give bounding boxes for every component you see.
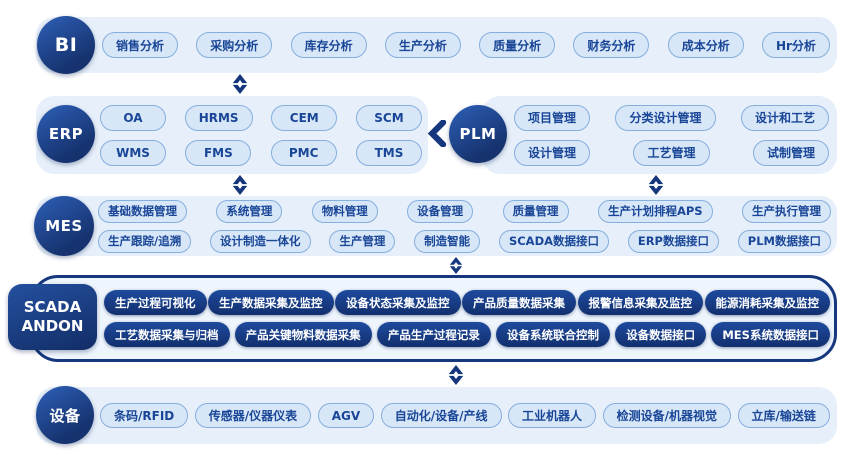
pill: AGV <box>317 403 375 428</box>
pill: MES系统数据接口 <box>711 322 830 347</box>
pill: 生产分析 <box>384 32 461 58</box>
updown-arrow-icon <box>449 257 463 274</box>
pill-row: 生产过程可视化生产数据采集及监控设备状态采集及监控产品质量数据采集报警信息采集及… <box>104 290 830 315</box>
pill: PMC <box>270 139 337 166</box>
pill: 产品生产过程记录 <box>376 322 491 347</box>
pill-row: 工艺数据采集与归档产品关键物料数据采集产品生产过程记录设备系统联合控制设备数据接… <box>104 322 830 347</box>
pill: 产品关键物料数据采集 <box>234 322 372 347</box>
pill: CEM <box>271 104 338 131</box>
pill: 生产过程可视化 <box>104 290 207 315</box>
pill: Hr分析 <box>761 32 830 58</box>
pill: 成本分析 <box>667 32 744 58</box>
pill: OA <box>100 104 166 131</box>
updown-arrow-icon <box>648 175 664 195</box>
pill: 能源消耗采集及监控 <box>704 290 830 315</box>
pill: 工业机器人 <box>508 403 597 428</box>
mes-layer-badge: MES <box>34 196 94 256</box>
plm-pill-list: 项目管理分类设计管理设计和工艺设计管理工艺管理试制管理 <box>514 96 829 174</box>
pill: 质量分析 <box>479 32 556 58</box>
pill: ERP数据接口 <box>627 229 719 253</box>
pill: 工艺数据采集与归档 <box>104 322 230 347</box>
scada-andon-badge: SCADA ANDON <box>8 284 97 350</box>
plm-layer-badge: PLM <box>449 105 507 163</box>
pill: 工艺管理 <box>633 139 710 166</box>
pill: 项目管理 <box>514 104 591 131</box>
pill-row: 销售分析采购分析库存分析生产分析质量分析财务分析成本分析 Hr分析 <box>102 32 830 58</box>
pill: 立库/输送链 <box>737 403 830 428</box>
scada-label-line2: ANDON <box>21 317 84 335</box>
scada-pill-list: 生产过程可视化生产数据采集及监控设备状态采集及监控产品质量数据采集报警信息采集及… <box>104 275 830 362</box>
device-layer-badge: 设备 <box>36 386 94 444</box>
pill: 产品质量数据采集 <box>462 290 576 315</box>
pill: 设计管理 <box>514 139 591 166</box>
pill: 设备管理 <box>407 199 474 223</box>
pill-row: 基础数据管理 系统管理 物料管理 设备管理 质量管理 生产计划排程APS 生产执行管理 <box>98 199 831 223</box>
pill: 生产跟踪/追溯 <box>98 229 192 253</box>
pill: 自动化/设备/产线 <box>380 403 502 428</box>
pill: FMS <box>185 139 252 166</box>
pill: 基础数据管理 <box>98 199 187 223</box>
pill: 试制管理 <box>752 139 829 166</box>
pill: 传感器/仪器仪表 <box>194 403 312 428</box>
pill-row: 项目管理分类设计管理设计和工艺 <box>514 104 829 131</box>
pill: 制造智能 <box>414 229 481 253</box>
bi-layer-badge: BI <box>37 16 95 74</box>
erp-layer-badge: ERP <box>37 105 95 163</box>
pill: TMS <box>355 139 422 166</box>
bi-pill-list: 销售分析采购分析库存分析生产分析质量分析财务分析成本分析 Hr分析 <box>102 17 830 73</box>
left-chevron-icon <box>427 120 447 147</box>
pill: 财务分析 <box>573 32 650 58</box>
pill-row: 设计管理 工艺管理 试制管理 <box>514 139 829 166</box>
pill: 生产数据采集及监控 <box>208 290 334 315</box>
updown-arrow-icon <box>448 365 464 385</box>
pill: 设计制造一体化 <box>210 229 311 253</box>
pill: WMS <box>100 139 166 166</box>
pill-row: 生产跟踪/追溯设计制造一体化生产管理制造智能 SCADA数据接口 ERP数据接口 PL… <box>98 229 831 253</box>
pill: SCM <box>355 104 422 131</box>
pill: 物料管理 <box>311 199 378 223</box>
mes-pill-list: 基础数据管理 系统管理 物料管理 设备管理 质量管理 生产计划排程APS 生产执行管理生产跟… <box>98 196 831 256</box>
pill: 生产执行管理 <box>741 199 831 223</box>
pill: 生产计划排程APS <box>597 199 713 223</box>
erp-pill-list: OA HRMS CEM SCM WMS FMS PMC TMS <box>100 96 422 174</box>
pill: 采购分析 <box>196 32 273 58</box>
pill: 条码/RFID <box>100 403 189 428</box>
pill: 设备状态采集及监控 <box>335 290 461 315</box>
pill: 设计和工艺 <box>740 104 829 131</box>
pill: SCADA数据接口 <box>498 229 610 253</box>
pill: 报警信息采集及监控 <box>577 290 703 315</box>
pill-row: OA HRMS CEM SCM <box>100 104 422 131</box>
pill: PLM数据接口 <box>737 229 831 253</box>
updown-arrow-icon <box>232 175 248 195</box>
pill: 库存分析 <box>290 32 367 58</box>
pill: 销售分析 <box>102 32 179 58</box>
pill: 设备系统联合控制 <box>496 322 611 347</box>
pill: 检测设备/机器视觉 <box>602 403 731 428</box>
pill: 设备数据接口 <box>615 322 707 347</box>
scada-label-line1: SCADA <box>23 298 82 317</box>
pill: 生产管理 <box>329 229 396 253</box>
pill: HRMS <box>184 104 253 131</box>
pill-row: WMS FMS PMC TMS <box>100 139 422 166</box>
pill: 分类设计管理 <box>615 104 716 131</box>
pill: 系统管理 <box>216 199 283 223</box>
pill: 质量管理 <box>502 199 569 223</box>
updown-arrow-icon <box>232 74 248 94</box>
scada-layer-band <box>30 275 837 362</box>
